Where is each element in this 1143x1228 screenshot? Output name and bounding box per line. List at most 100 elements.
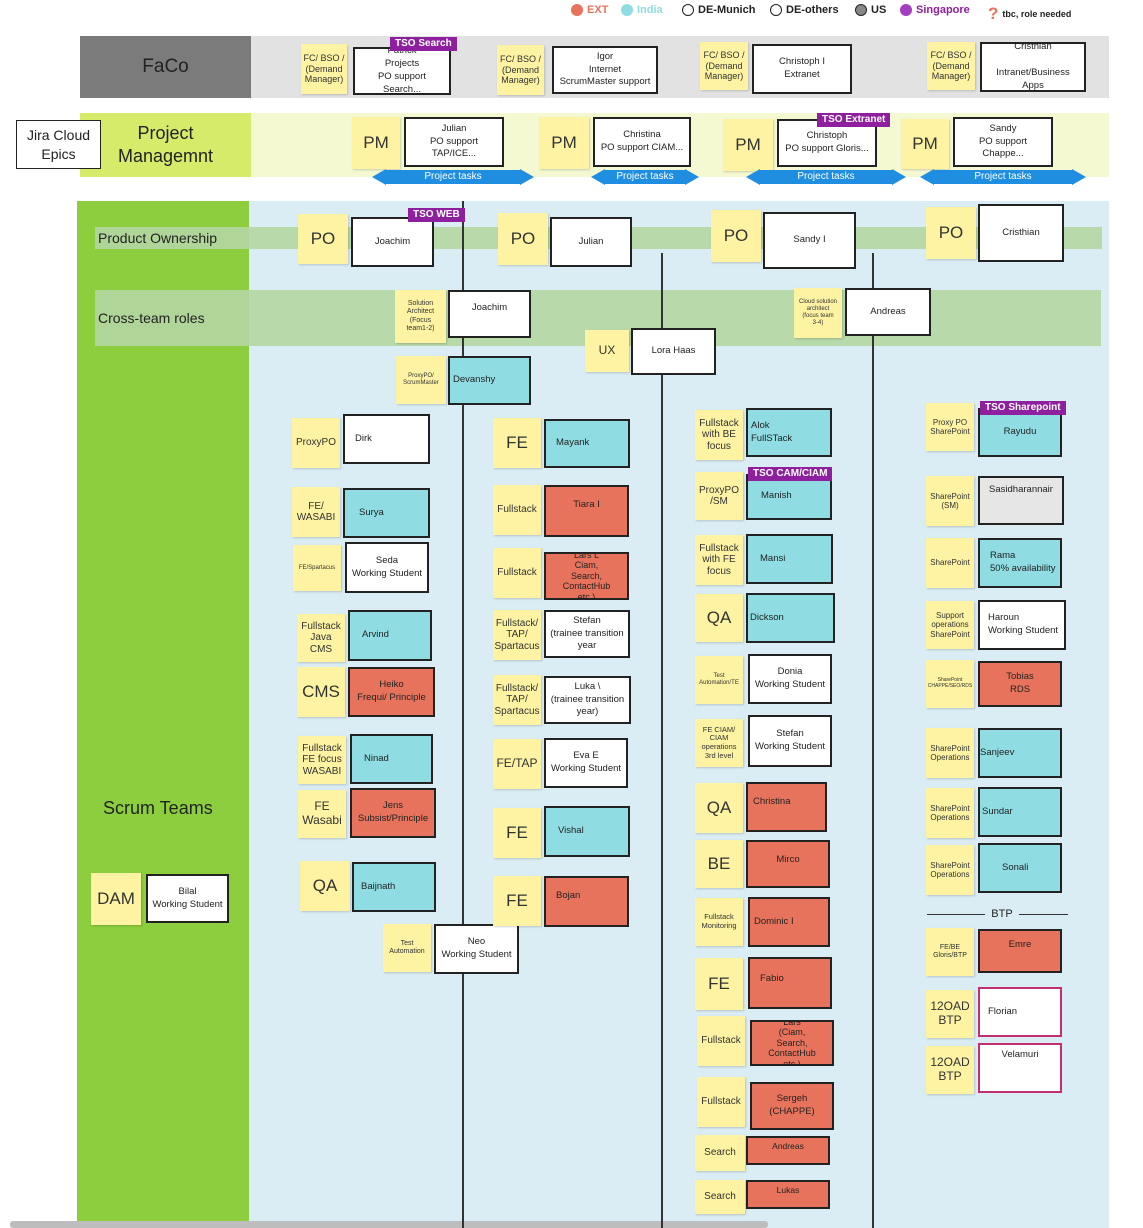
team1-role: CMS [297,667,345,717]
team4-card[interactable]: Emre [978,929,1062,973]
horizontal-scrollbar[interactable] [10,1221,768,1228]
team3-card[interactable]: Mirco [746,840,830,888]
team4-role: FE/BE Gloris/BTP [926,928,974,976]
team1-card[interactable]: Heiko Frequi/ Principle [348,667,435,717]
btp-label: BTP [991,908,1013,920]
pm-header [80,113,251,177]
team1-role: Test Automation [383,924,431,972]
team-divider-1 [462,201,464,1228]
faco-label: FaCo [142,56,189,77]
team1-card[interactable]: Jens Subsist/Principle [350,788,436,838]
team3-card[interactable]: Lukas [746,1180,830,1209]
proxy-po-card[interactable]: Devanshy [448,356,531,405]
team4-card[interactable]: Rayudu [978,408,1062,457]
po-card[interactable]: Julian [550,217,632,267]
team3-role: QA [695,594,743,642]
team3-role: Fullstack [697,1077,745,1127]
team3-role: Search [695,1180,745,1214]
team3-card[interactable]: Donia Working Student [748,654,832,704]
cloud-architect-card[interactable]: Andreas [845,288,931,336]
team4-card[interactable]: Sundar [978,787,1062,837]
team1-card[interactable]: Seda Working Student [345,542,429,593]
po-card[interactable]: Sandy I [763,212,856,269]
team4-card[interactable]: Velamuri [978,1043,1062,1093]
team4-card[interactable]: Sasidharannair [978,476,1064,525]
team2-role: FE/TAP [493,739,541,789]
team2-card[interactable]: Luka \ (trainee transition year) [544,676,631,724]
po-card[interactable]: Joachim [351,217,434,267]
solution-architect-card[interactable]: Joachim [448,290,531,338]
team2-card[interactable]: Eva E Working Student [544,738,628,788]
faco-card[interactable]: Cristhian Intranet/Business Apps [980,42,1086,92]
team4-card[interactable]: Sanjeev [978,728,1062,778]
team2-card[interactable]: Bojan [544,876,629,927]
faco-role: FC/ BSO / (Demand Manager) [700,42,748,90]
team3-card[interactable]: Alok FullSTack [746,408,832,457]
team3-card[interactable]: Mansi [746,534,833,584]
team1-card[interactable]: Arvind [348,610,432,661]
faco-card[interactable]: Christoph I Extranet [752,44,852,94]
pm-label: Project Managemnt [117,122,214,166]
team3-card[interactable]: Stefan Working Student [748,715,832,767]
team4-role: SharePoint (SM) [926,476,974,526]
team1-role: FE/ WASABI [292,487,340,537]
team3-role: BE [695,840,743,888]
pm-role: PM [539,117,589,169]
faco-card[interactable]: Patrick Projects PO support Search... [353,47,451,95]
scrum-header-column [77,201,249,1228]
de-munich-dot-icon [682,4,694,16]
team3-card[interactable]: Sergeh (CHAPPE) [750,1082,834,1130]
team3-card[interactable]: Andreas [746,1136,830,1165]
team1-card[interactable]: Surya [343,488,430,538]
legend-ext: EXT [571,4,608,16]
team4-card[interactable]: Florian [978,987,1062,1037]
team3-card[interactable]: Christina [746,782,827,832]
team1-card[interactable]: Neo Working Student [434,924,519,974]
team3-card[interactable]: Dominic I [748,897,830,947]
team1-card[interactable]: Baijnath [352,862,436,912]
tso-tag: TSO CAM/CIAM [748,467,833,481]
team1-card[interactable]: Dirk [343,414,430,464]
faco-header [80,36,251,98]
dam-card[interactable]: Bilal Working Student [146,874,229,923]
pm-role: PM [352,117,400,169]
cloud-architect-role: Cloud solution architect (focus team 3-4… [794,288,842,338]
team2-role: Fullstack/ TAP/ Spartacus [493,610,541,660]
po-row-label: Product Ownership [98,230,218,246]
legend-de-others: DE-others [770,4,839,16]
team3-card[interactable]: Dickson [746,593,835,643]
team2-role: FE [493,418,541,468]
team2-role: FE [493,876,541,926]
po-role: PO [498,213,548,265]
btp-line-right [1019,914,1068,915]
team2-card[interactable]: Vishal [544,806,630,857]
team4-card[interactable]: Tobias RDS [978,661,1062,707]
po-role: PO [711,210,761,262]
team2-card[interactable]: Lars L Ciam, Search, ContactHub etc.) [544,552,629,600]
team4-role: SharePoint [926,538,974,588]
team4-card[interactable]: Rama 50% availability [978,538,1062,588]
team3-role: Fullstack with BE focus [695,410,743,460]
team4-card[interactable]: Sonali [978,843,1062,893]
po-card[interactable]: Cristhian [978,204,1064,262]
team2-card[interactable]: Tiara I [544,485,629,537]
team3-role: Search [695,1135,745,1171]
pm-card[interactable]: Christina PO support CIAM... [593,117,691,167]
team3-card[interactable]: Fabio [748,957,832,1009]
pm-card[interactable]: Julian PO support TAP/ICE... [404,117,504,167]
team2-card[interactable]: Stefan (trainee transition year [544,610,630,658]
po-role: PO [298,214,348,264]
pm-card[interactable]: Sandy PO support Chappe... [953,117,1053,167]
team3-role: FE [695,958,743,1010]
team2-card[interactable]: Mayank [544,419,630,468]
dam-role: DAM [91,873,141,925]
faco-card[interactable]: Igor Internet ScrumMaster support [552,46,658,94]
cross-team-label: Cross-team roles [98,310,205,326]
team4-card[interactable]: Haroun Working Student [978,600,1066,650]
project-tasks-arrow: Project tasks [746,169,906,185]
team1-card[interactable]: Ninad [350,734,433,784]
ux-card[interactable]: Lora Haas [631,328,716,375]
team3-card[interactable]: Lars (Ciam, Search, ContactHub etc.) [750,1020,834,1066]
legend-tbc: ?tbc, role needed [988,4,1072,23]
legend-us: US [855,4,886,16]
